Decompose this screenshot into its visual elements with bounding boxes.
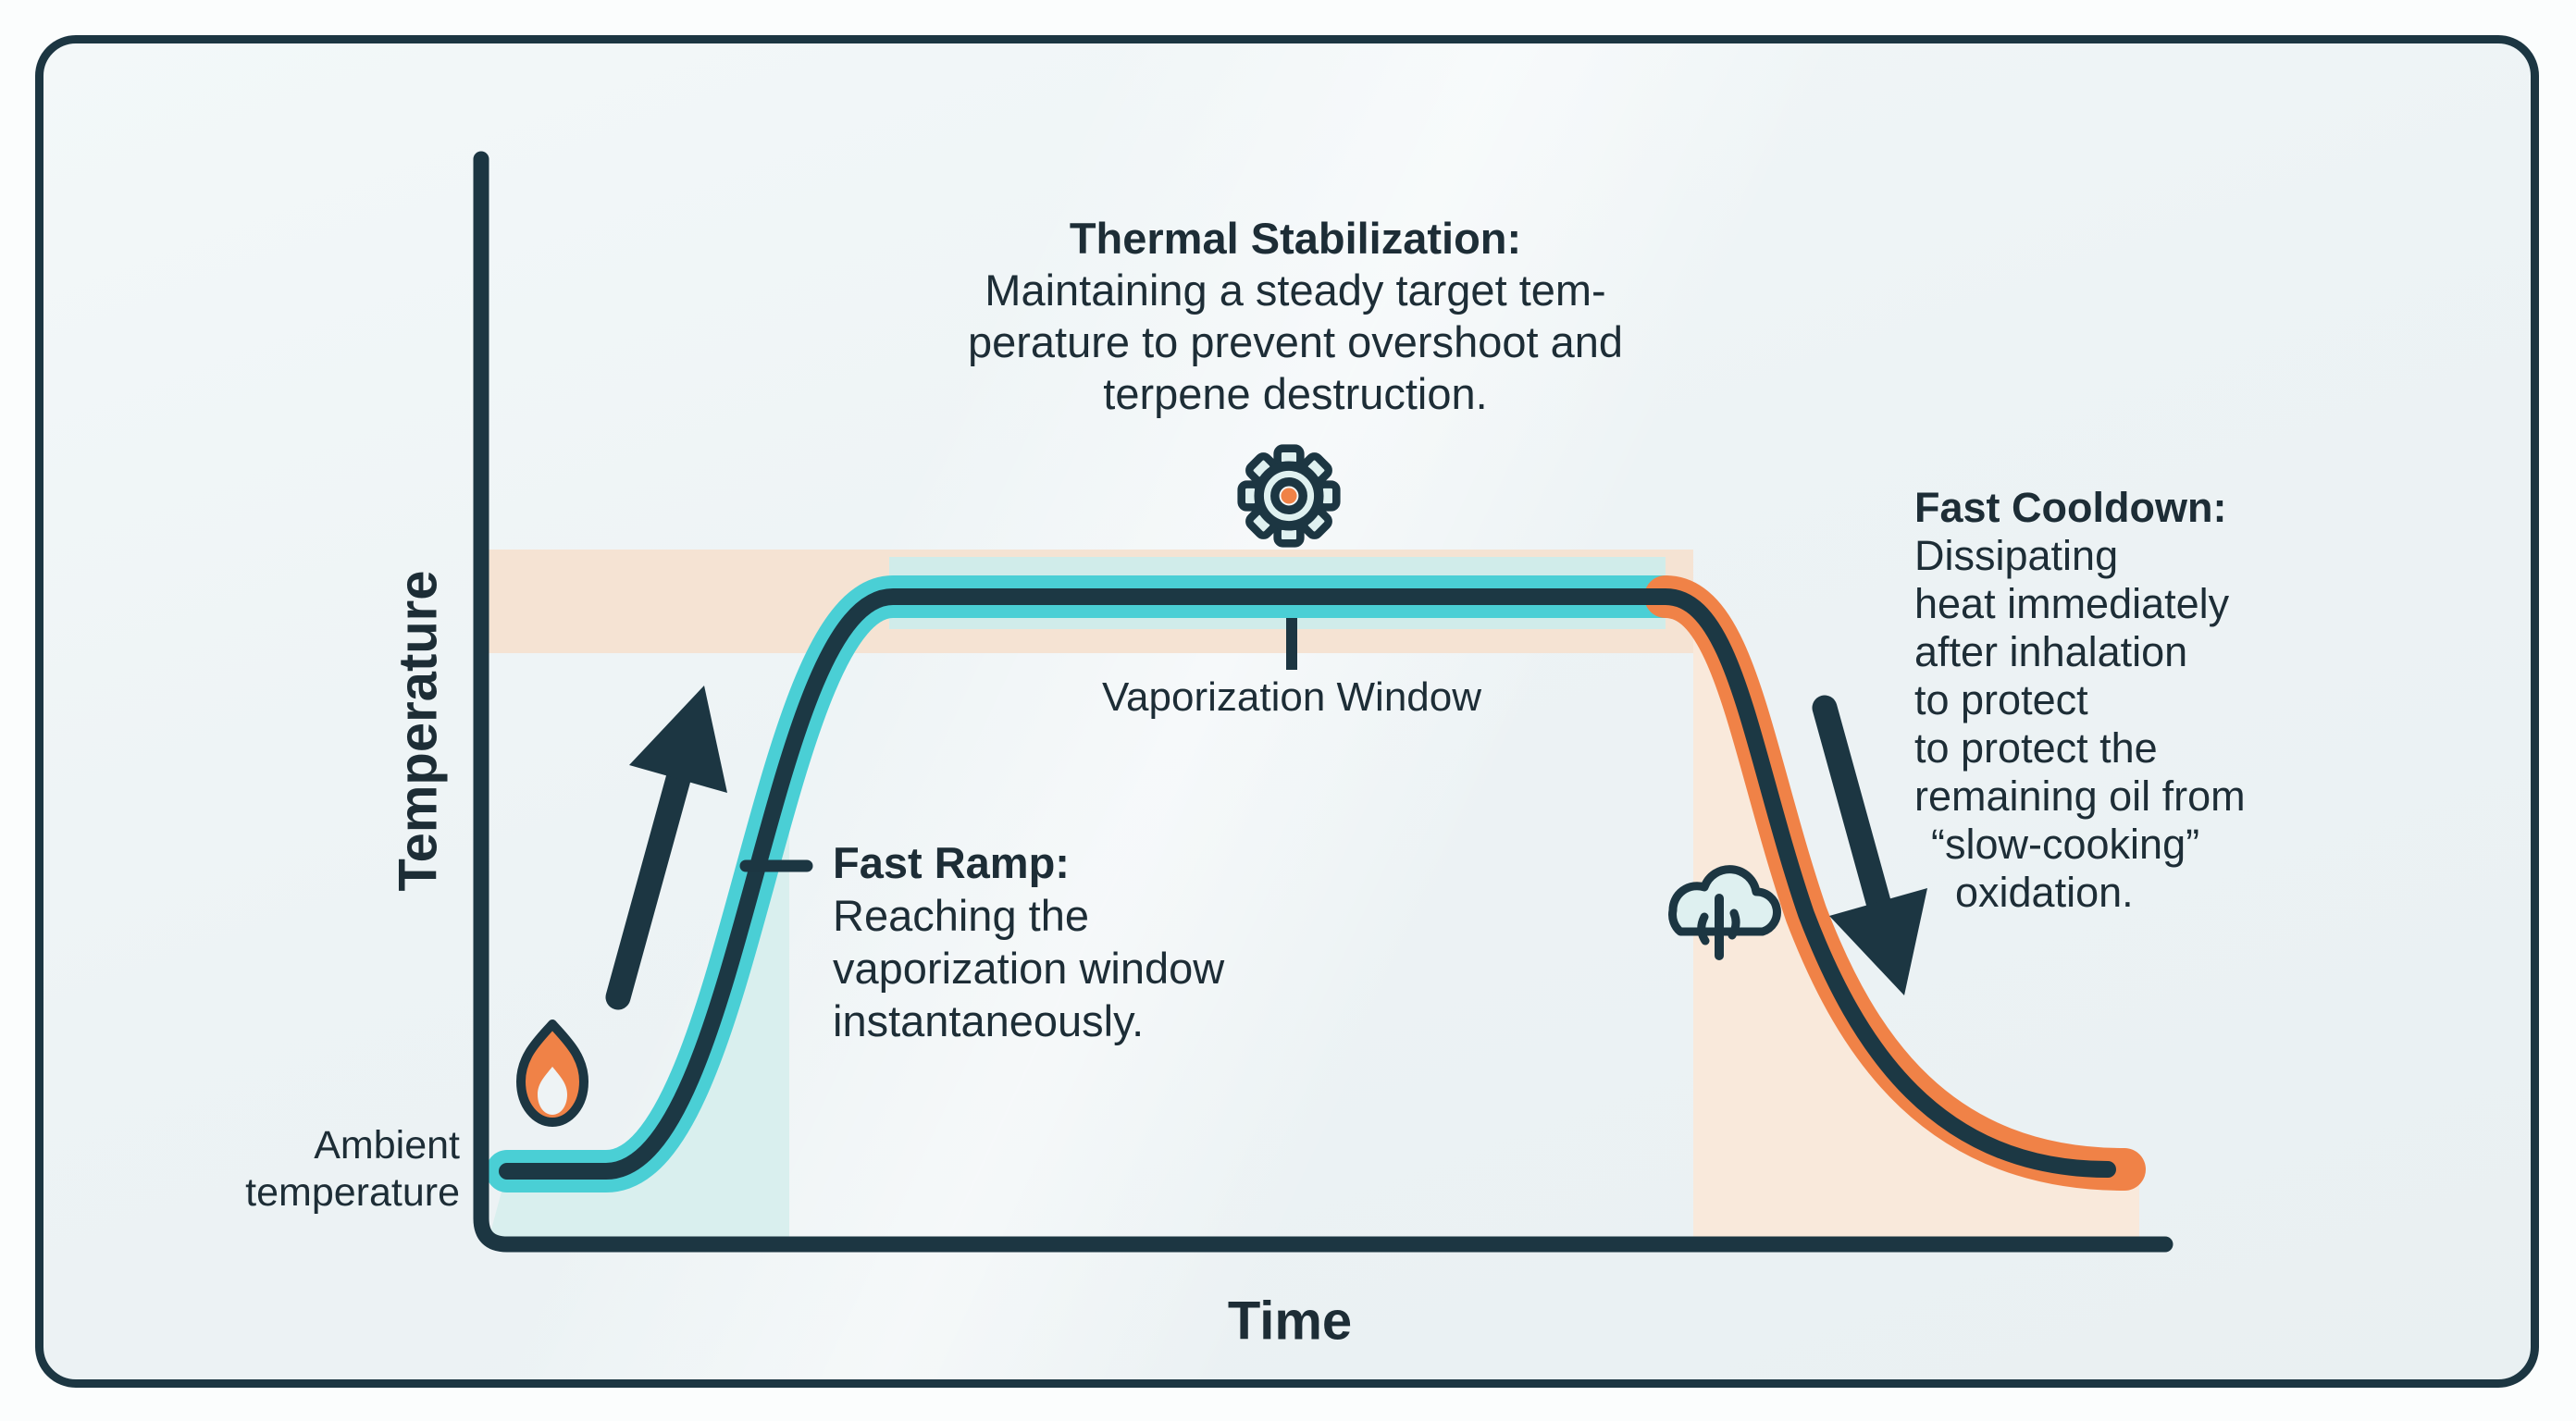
fast-cooldown-line: after inhalation bbox=[1914, 628, 2188, 675]
temperature-curve bbox=[499, 588, 2116, 1180]
ambient-temperature-line: temperature bbox=[245, 1170, 460, 1215]
cooldown-down-arrow-icon bbox=[1812, 695, 1927, 995]
fast-cooldown-line: heat immediately bbox=[1914, 580, 2230, 627]
fast-cooldown-line: “slow-cooking” bbox=[1931, 821, 2200, 868]
fast-cooldown-line: to protect bbox=[1914, 676, 2088, 723]
gear-icon bbox=[1237, 444, 1341, 548]
fast-cooldown-annotation: Fast Cooldown: Dissipating heat immediat… bbox=[1914, 484, 2246, 917]
x-axis-label: Time bbox=[1227, 1291, 1353, 1352]
fast-cooldown-line: to protect the bbox=[1914, 724, 2158, 772]
ambient-temperature-line: Ambient bbox=[314, 1123, 460, 1168]
thermal-stabilization-line: perature to prevent overshoot and bbox=[967, 317, 1624, 366]
fast-ramp-line: vaporization window bbox=[833, 944, 1225, 993]
vaporization-window-label: Vaporization Window bbox=[1101, 674, 1482, 720]
ambient-temperature-label: Ambient temperature bbox=[213, 1122, 460, 1217]
axes bbox=[473, 151, 2174, 1253]
ramp-up-arrow-icon bbox=[605, 686, 727, 1010]
fast-cooldown-line: oxidation. bbox=[1955, 869, 2134, 916]
flame-icon bbox=[516, 1019, 588, 1127]
fast-cooldown-line: Dissipating bbox=[1914, 532, 2119, 579]
fast-cooldown-line: remaining oil from bbox=[1914, 772, 2246, 820]
thermal-stabilization-title: Thermal Stabilization: bbox=[1069, 214, 1522, 263]
fast-ramp-line: Reaching the bbox=[833, 891, 1089, 940]
fast-cooldown-title: Fast Cooldown: bbox=[1914, 484, 2227, 531]
fast-ramp-title: Fast Ramp: bbox=[833, 838, 1070, 887]
ramp-area-fill bbox=[489, 757, 789, 1240]
thermal-stabilization-line: Maintaining a steady target tem- bbox=[985, 266, 1606, 315]
vapor-cloud-icon bbox=[1668, 865, 1781, 960]
fast-ramp-annotation: Fast Ramp: Reaching the vaporization win… bbox=[833, 836, 1224, 1047]
thermal-stabilization-annotation: Thermal Stabilization: Maintaining a ste… bbox=[968, 213, 1623, 420]
cooldown-area-fill bbox=[1693, 606, 2139, 1240]
fast-ramp-line: instantaneously. bbox=[833, 996, 1145, 1045]
thermal-stabilization-line: terpene destruction. bbox=[1103, 369, 1488, 418]
y-axis-label: Temperature bbox=[388, 570, 449, 892]
